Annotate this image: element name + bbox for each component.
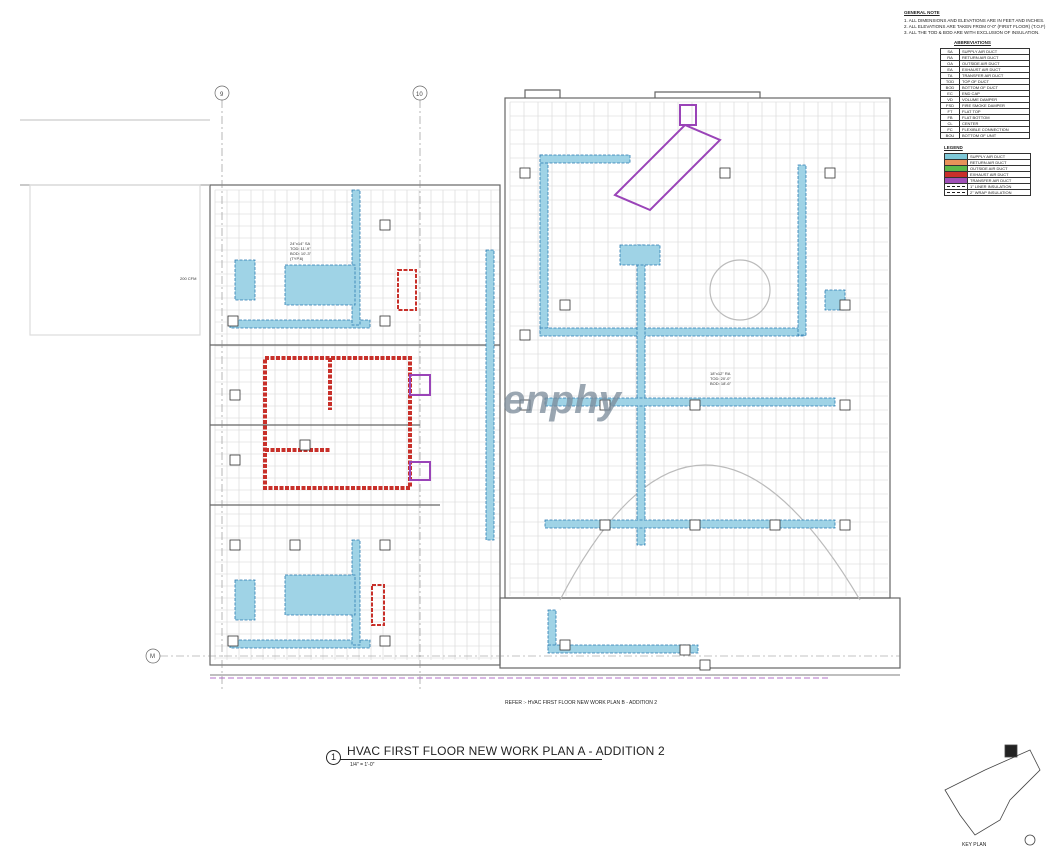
exhaust-air-ducts xyxy=(263,269,417,626)
abbreviation-code: BOU xyxy=(940,132,960,139)
diffuser xyxy=(679,644,691,656)
diffuser xyxy=(599,519,611,531)
diffuser xyxy=(719,167,731,179)
diffuser xyxy=(769,519,781,531)
duct-tag: (TYP.6) xyxy=(290,256,304,261)
duct-tag: 24"x14" SA xyxy=(290,241,311,246)
sheet-notes-column: GENERAL NOTE 1. ALL DIMENSIONS AND ELEVA… xyxy=(904,10,1048,196)
duct-tag: BOD: 18'-6" xyxy=(710,381,732,386)
diffuser xyxy=(289,539,301,551)
diffuser xyxy=(379,635,391,647)
duct-tag: 200 CFM xyxy=(180,276,196,281)
drawing-scale: 1/4" = 1'-0" xyxy=(350,762,375,768)
diffuser xyxy=(519,329,531,341)
general-notes-heading: GENERAL NOTE xyxy=(904,10,940,15)
key-plan xyxy=(944,744,1041,846)
diffuser xyxy=(559,299,571,311)
general-note: 1. ALL DIMENSIONS AND ELEVATIONS ARE IN … xyxy=(904,18,1045,23)
drawing-title: HVAC FIRST FLOOR NEW WORK PLAN A - ADDIT… xyxy=(347,744,665,758)
refer-note: REFER :- HVAC FIRST FLOOR NEW WORK PLAN … xyxy=(505,700,658,706)
grid-bubble-m: M xyxy=(150,654,155,660)
watermark: enphy xyxy=(503,378,621,422)
diffuser xyxy=(227,315,239,327)
key-plan-label: KEY PLAN xyxy=(962,842,987,848)
general-notes: GENERAL NOTE 1. ALL DIMENSIONS AND ELEVA… xyxy=(904,10,1048,36)
legend-label: 2" WRAP INSULATION xyxy=(967,189,1031,196)
general-note: 2. ALL ELEVATIONS ARE TAKEN FROM 0'-0" (… xyxy=(904,24,1046,29)
legend-heading: LEGEND xyxy=(944,145,963,150)
duct-tag: TOD: 11'-9" xyxy=(290,246,311,251)
drawing-number: 1 xyxy=(326,750,341,765)
diffuser xyxy=(824,167,836,179)
grid-bubble-9: 9 xyxy=(220,92,224,98)
diffuser xyxy=(229,454,241,466)
title-underline xyxy=(340,759,602,760)
legend-row: 2" WRAP INSULATION xyxy=(944,189,1031,196)
diffuser xyxy=(299,439,311,451)
diffuser xyxy=(519,167,531,179)
diffuser xyxy=(379,315,391,327)
diffuser xyxy=(519,399,531,411)
general-note: 3. ALL THE TOD & BOD ARE WITH EXCLUSION … xyxy=(904,30,1040,35)
grid-bubble-10: 10 xyxy=(416,92,423,98)
diffuser xyxy=(689,399,701,411)
grid-bubbles xyxy=(145,85,428,664)
diffuser xyxy=(699,659,711,671)
diffuser xyxy=(227,635,239,647)
diffuser xyxy=(839,299,851,311)
diffuser xyxy=(559,639,571,651)
diffuser xyxy=(839,519,851,531)
diffuser xyxy=(379,219,391,231)
duct-tags: 24"x14" SA TOD: 11'-9" BOD: 10'-3" (TYP.… xyxy=(180,241,732,386)
abbreviation-desc: BOTTOM OF UNIT xyxy=(959,132,1030,139)
diffuser xyxy=(689,519,701,531)
legend-swatch xyxy=(944,189,968,196)
diffuser xyxy=(379,539,391,551)
diffuser xyxy=(229,539,241,551)
building-walls xyxy=(20,89,901,676)
diffuser xyxy=(839,399,851,411)
diffusers xyxy=(227,167,851,671)
diffuser xyxy=(229,389,241,401)
duct-tag: BOD: 10'-3" xyxy=(290,251,312,256)
duct-tag: TOD: 20'-0" xyxy=(710,376,731,381)
abbreviations-heading: ABBREVIATIONS xyxy=(954,40,991,45)
transfer-air-ducts xyxy=(409,104,722,481)
diffuser xyxy=(599,399,611,411)
duct-tag: 18"x12" RA xyxy=(710,371,731,376)
